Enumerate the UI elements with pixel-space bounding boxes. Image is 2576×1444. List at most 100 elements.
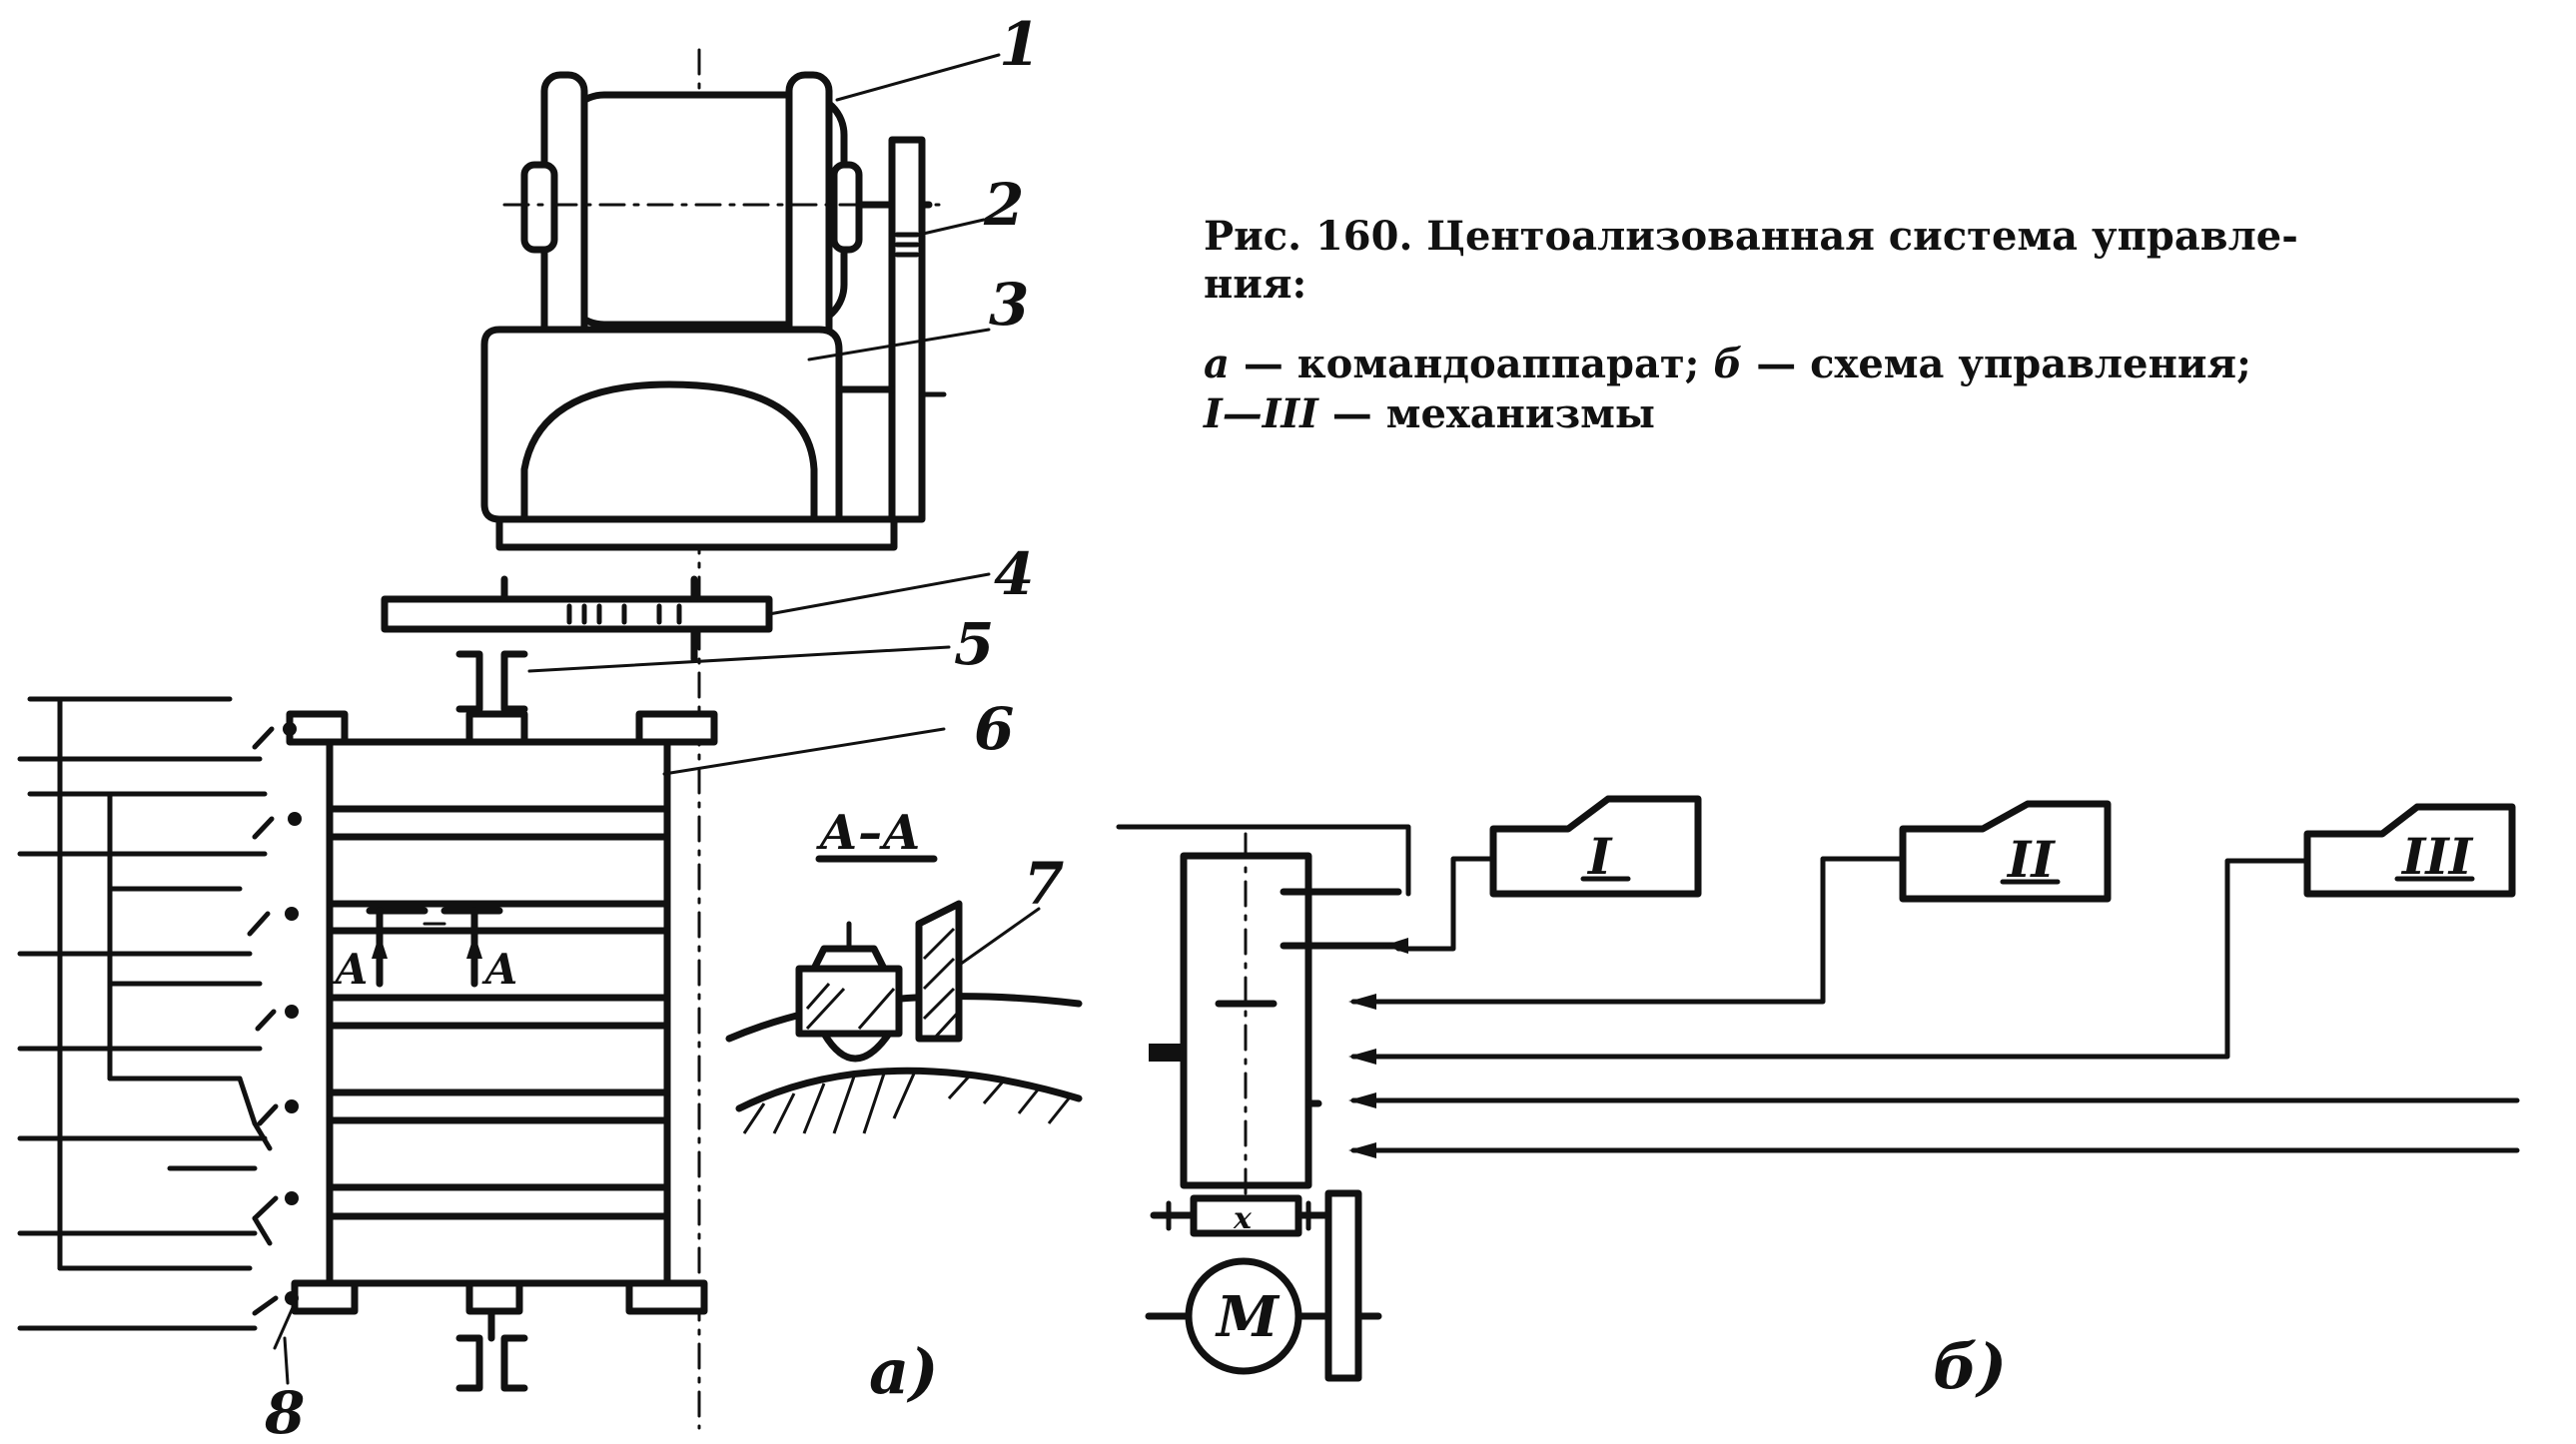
cam-disc-5 <box>326 1116 671 1191</box>
callout-7: 7 <box>1024 850 1064 918</box>
feed-line <box>1116 824 1411 897</box>
contact-dot <box>288 812 302 826</box>
contact-dot <box>285 907 299 921</box>
caption: Рис. 160. Центоализованная система управ… <box>1203 213 2298 437</box>
callout-1: 1 <box>999 10 1041 80</box>
caption-line-1: Рис. 160. Центоализованная система управ… <box>1204 213 2298 260</box>
mechanism-1 <box>1383 795 1702 954</box>
mechanism-3-wire <box>1350 858 2310 1060</box>
leader-2 <box>917 218 986 237</box>
drum-foot-left <box>291 1279 359 1315</box>
mechanism-2-arrow <box>1348 994 1376 1010</box>
callout-4: 4 <box>994 540 1034 608</box>
section-title: А–А <box>816 805 921 861</box>
caption-line-3: а — командоаппарат; б — схема управления… <box>1204 341 2251 387</box>
plate-body <box>381 595 773 633</box>
callout-6: 6 <box>974 695 1014 763</box>
contact-blade <box>252 726 275 750</box>
mechanism-3-arrow <box>1348 1049 1376 1065</box>
mechanism-1-label: I <box>1586 827 1613 886</box>
gearbox-housing <box>480 326 843 523</box>
drum-hub-right <box>830 161 863 254</box>
mechanism-labels: I II III <box>1580 827 2475 889</box>
caption-line-4: I—III — механизмы <box>1203 390 1655 437</box>
leader-4 <box>767 572 991 616</box>
caption-roman-text: — механизмы <box>1318 390 1655 437</box>
command-apparatus <box>17 48 947 1430</box>
mechanism-2 <box>1348 800 2112 1010</box>
gearbox-base <box>495 515 898 551</box>
feeder-arrow-2 <box>1348 1142 1376 1158</box>
mechanism-1-box <box>1489 795 1702 898</box>
cam-disc-4 <box>326 1022 671 1096</box>
transfer-plate <box>381 575 773 663</box>
contact-dot <box>283 722 297 736</box>
contact-blade <box>252 1195 279 1221</box>
gearbox <box>480 326 898 551</box>
cam-disc-1 <box>326 738 671 813</box>
section-arrow-right <box>466 934 482 959</box>
coupling-left <box>455 650 483 713</box>
motor-drum <box>502 71 941 349</box>
drum-cap-right <box>635 710 718 746</box>
motor-gear <box>1324 1189 1362 1382</box>
section-arc-top <box>725 993 1083 1043</box>
caption-a-letter: а <box>1204 341 1230 387</box>
section-marks <box>366 907 503 988</box>
cam-drum <box>286 710 718 1315</box>
section-lever <box>915 900 963 1043</box>
leader-3 <box>807 328 991 361</box>
drum-foot-center <box>465 1279 523 1315</box>
caption-roman-range: I—III <box>1203 390 1319 437</box>
coupling-label: х <box>1233 1201 1253 1236</box>
mechanism-2-box <box>1899 800 2112 903</box>
coupling-right <box>500 1334 528 1392</box>
subfigure-b: б) <box>1933 1330 2007 1403</box>
leader-8 <box>273 1301 297 1350</box>
mechanism-2-wire <box>1350 856 1906 1005</box>
contact-blade <box>257 1103 279 1126</box>
mechanism-3-label: III <box>2400 827 2474 886</box>
coupling-left <box>455 1334 483 1392</box>
section-hatch-block <box>805 983 896 1031</box>
section-labels: А–А А А <box>332 805 921 994</box>
leader-6 <box>662 727 946 776</box>
contact-dot <box>285 1005 299 1019</box>
gear-plate <box>888 136 926 523</box>
cam-disc-2 <box>326 833 671 908</box>
section-arc-bottom <box>735 1067 1083 1112</box>
drum-flange-right <box>785 71 833 349</box>
contact-blade <box>247 911 271 937</box>
motor-labels: М х <box>1215 1201 1281 1350</box>
contact-dot <box>285 1099 299 1113</box>
drum-hub-left <box>520 161 558 254</box>
section-block-cap <box>810 945 888 973</box>
caption-line-2: ния: <box>1204 261 1306 308</box>
top-coupling <box>455 650 528 713</box>
contact-blade <box>255 1009 277 1032</box>
motor-label: М <box>1215 1284 1281 1350</box>
apparatus-terminal <box>1149 1044 1184 1062</box>
contact-link <box>252 1215 273 1246</box>
leader-8b <box>283 1336 290 1385</box>
coupling-right <box>500 650 528 713</box>
wiring <box>17 696 268 1331</box>
leader-1 <box>835 53 1001 102</box>
leader-5 <box>527 645 951 673</box>
callout-leaders <box>527 53 1041 971</box>
side-gear <box>888 136 947 523</box>
bottom-coupling <box>455 1307 528 1392</box>
mechanism-1-arrow <box>1383 938 1408 954</box>
mechanism-3 <box>1348 803 2516 1065</box>
contact-dot <box>285 1291 299 1305</box>
contacts <box>247 722 302 1316</box>
cam-disc-3 <box>326 927 671 1002</box>
drum-cap-center <box>465 710 528 746</box>
section-mark-right: А <box>481 945 518 994</box>
callout-5: 5 <box>954 610 994 678</box>
callout-2: 2 <box>983 171 1024 239</box>
mechanism-3-box <box>2303 803 2516 898</box>
contact-blade <box>252 1295 279 1316</box>
section-mark-left: А <box>332 945 369 994</box>
